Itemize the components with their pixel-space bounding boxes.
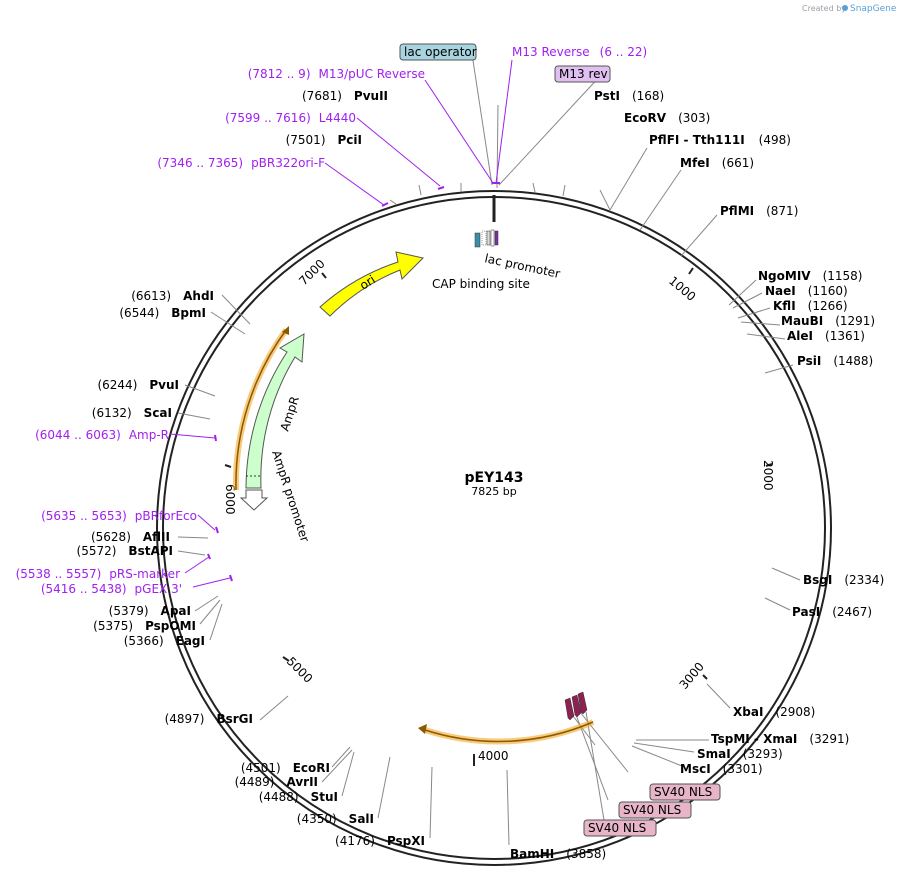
nls-orf-line (424, 721, 594, 743)
sv40-nls-box-1 (649, 783, 721, 801)
site-psti: PstI(168) (594, 89, 664, 103)
site-maubi: MauBI(1291) (781, 314, 875, 328)
sv40-nls-label-2: SV40 NLS (623, 803, 681, 817)
tick-2000: 2000 (761, 460, 775, 491)
tick-1000: 1000 (666, 274, 698, 304)
site-aflii: (5628)AflII (91, 530, 170, 544)
site-ahdi: (6613)AhdI (131, 289, 214, 303)
lac-operator-box (399, 43, 477, 61)
amp-orf-line (235, 329, 287, 491)
sv40-nls-marks (564, 691, 588, 721)
site-ecorv: EcoRV(303) (624, 111, 710, 125)
site-connectors (177, 53, 801, 846)
primer-m13-puc-reverse: (7812 .. 9)M13/pUC Reverse (248, 67, 425, 81)
site-pvuii: (7681)PvuII (302, 89, 388, 103)
site-pvui: (6244)PvuI (97, 378, 179, 392)
site-naei: NaeI(1160) (765, 284, 848, 298)
site-psii: PsiI(1488) (797, 354, 873, 368)
m13-rev-label: M13 rev (559, 67, 608, 81)
lac-operator-label: lac operator (404, 45, 477, 59)
plasmid-size: 7825 bp (471, 485, 516, 498)
primer-pbr322ori-f: (7346 .. 7365)pBR322ori-F (157, 156, 325, 170)
ampr-promoter-arrow (239, 489, 269, 511)
site-pspomi: (5375)PspOMI (93, 619, 196, 633)
site-scai: (6132)ScaI (92, 406, 172, 420)
sv40-nls-box-2 (618, 801, 692, 819)
site-pflfi-tth111i: PflFI - Tth111I(498) (649, 133, 791, 147)
sv40-nls-label-1: SV40 NLS (654, 785, 712, 799)
site-sali: (4350)SalI (297, 812, 374, 826)
primer-amp-r: (6044 .. 6063)Amp-R (35, 428, 169, 442)
site-avrii: (4489)AvrII (235, 775, 318, 789)
site-kfli: KflI(1266) (773, 299, 848, 313)
primer-connectors (169, 59, 513, 588)
amp-orf-arrowhead (282, 326, 289, 335)
site-xbai: XbaI(2908) (733, 705, 815, 719)
site-alei: AleI(1361) (787, 329, 865, 343)
site-msci: MscI(3301) (680, 762, 763, 776)
primer-pgex-3: (5416 .. 5438)pGEX 3' (41, 582, 182, 596)
site-mfei: MfeI(661) (680, 156, 754, 170)
tick-7000: 7000 (296, 257, 327, 288)
site-bamhi: BamHI(3858) (510, 847, 606, 861)
site-pspxi: (4176)PspXI (335, 834, 425, 848)
sv40-nls-label-3: SV40 NLS (588, 821, 646, 835)
tick-4000: 4000 (478, 749, 509, 763)
lac-region (474, 229, 499, 248)
site-bstapi: (5572)BstAPI (77, 544, 173, 558)
tick-6000: 6000 (223, 484, 237, 515)
site-eagi: (5366)EagI (124, 634, 205, 648)
ampr-promoter-label: AmpR promoter (269, 449, 312, 544)
site-apai: (5379)ApaI (109, 604, 191, 618)
snapgene-logo-icon (842, 5, 848, 11)
primer-pbrforeco: (5635 .. 5653)pBRforEco (41, 509, 197, 523)
plasmid-name: pEY143 (465, 470, 524, 486)
cap-site-label: CAP binding site (432, 277, 530, 291)
site-stui: (4488)StuI (259, 790, 338, 804)
site-ngomiv: NgoMIV(1158) (758, 269, 862, 283)
sv40-nls-box-3 (583, 819, 657, 837)
ampr-arrow (245, 333, 305, 489)
m13-rev-box (554, 65, 611, 83)
primer-l4440: (7599 .. 7616)L4440 (225, 111, 356, 125)
site-ecori: (4501)EcoRI (241, 761, 330, 775)
primer-marks (207, 182, 500, 582)
site-bsrgi: (4897)BsrGI (165, 712, 253, 726)
primer-prs-marker: (5538 .. 5557)pRS-marker (16, 567, 180, 581)
credit-text: Created by (802, 4, 846, 13)
site-pcii: (7501)PciI (286, 133, 362, 147)
ampr-label: AmpR (278, 394, 302, 432)
tick-marks (224, 195, 773, 766)
tick-5000: 5000 (284, 654, 315, 685)
ori-arrow (319, 251, 424, 317)
primer-m13-reverse: M13 Reverse(6 .. 22) (512, 45, 647, 59)
credit-brand: SnapGene (850, 4, 897, 14)
site-tspmi-xmai: TspMI - XmaI(3291) (711, 732, 849, 746)
backbone-outer (156, 190, 832, 866)
nls-orf-arrowhead (418, 724, 427, 734)
site-bsgi: BsgI(2334) (803, 573, 884, 587)
site-smai: SmaI(3293) (697, 747, 783, 761)
site-bpmi: (6544)BpmI (119, 306, 206, 320)
site-pflmi: PflMI(871) (720, 204, 798, 218)
site-pasi: PasI(2467) (792, 605, 872, 619)
